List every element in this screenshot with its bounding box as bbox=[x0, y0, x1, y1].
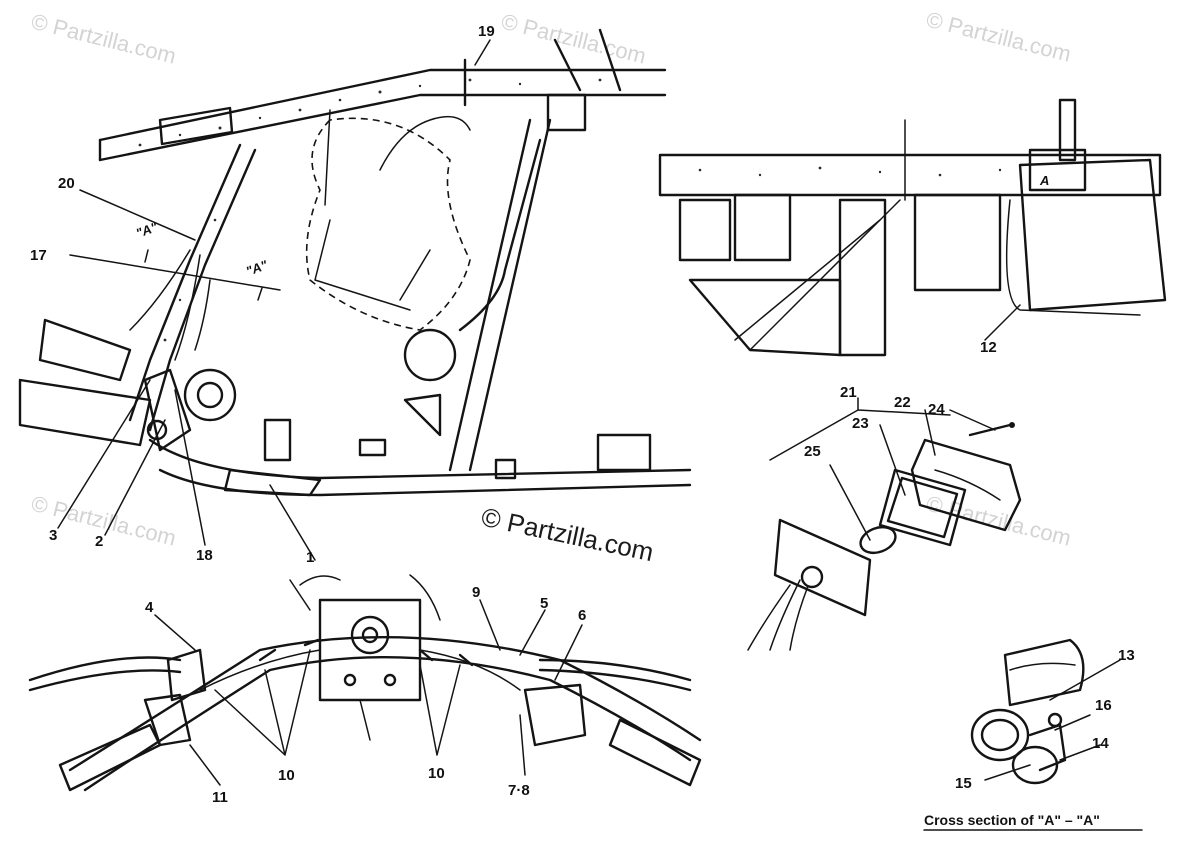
callout-22: 22 bbox=[894, 394, 911, 411]
leader-lines bbox=[57, 39, 1121, 786]
tail-light-assembly bbox=[747, 422, 1022, 651]
callout-6: 6 bbox=[578, 607, 586, 624]
callout-10-right: 10 bbox=[428, 765, 445, 782]
callout-23: 23 bbox=[852, 415, 869, 432]
callout-3: 3 bbox=[49, 527, 57, 544]
callout-14: 14 bbox=[1092, 735, 1109, 752]
callout-11: 11 bbox=[212, 789, 228, 806]
callout-7-8: 7·8 bbox=[508, 782, 530, 799]
section-mark-a-lower: "A" bbox=[244, 257, 270, 279]
callout-25: 25 bbox=[804, 443, 821, 460]
section-markers: "A" "A" bbox=[134, 219, 270, 301]
callout-numbers: 1 2 3 4 5 6 7·8 9 10 10 11 12 13 14 15 1… bbox=[30, 23, 1135, 806]
callout-9: 9 bbox=[472, 584, 480, 601]
watermark-top-left: © Partzilla.com bbox=[29, 9, 179, 69]
watermark-top-center: © Partzilla.com bbox=[499, 9, 649, 69]
handlebar-assembly bbox=[28, 574, 702, 792]
cross-section-caption: Cross section of "A" – "A" bbox=[923, 812, 1143, 831]
callout-10-left: 10 bbox=[278, 767, 295, 784]
cross-section-detail bbox=[970, 638, 1085, 785]
callout-19: 19 bbox=[478, 23, 495, 40]
callout-18: 18 bbox=[196, 547, 213, 564]
section-mark-a-box: A bbox=[1039, 173, 1049, 188]
electrical-box-assembly: A bbox=[658, 98, 1167, 357]
caption-text: Cross section of "A" – "A" bbox=[924, 812, 1100, 828]
callout-16: 16 bbox=[1095, 697, 1112, 714]
callout-15: 15 bbox=[955, 775, 972, 792]
watermark-center: © Partzilla.com bbox=[479, 502, 657, 568]
callout-21: 21 bbox=[840, 384, 857, 401]
callout-13: 13 bbox=[1118, 647, 1135, 664]
watermark-top-right: © Partzilla.com bbox=[924, 7, 1074, 67]
callout-12: 12 bbox=[980, 339, 997, 356]
callout-1: 1 bbox=[306, 549, 314, 566]
callout-17: 17 bbox=[30, 247, 47, 264]
callout-24: 24 bbox=[928, 401, 945, 418]
frame-assembly bbox=[18, 28, 692, 497]
callout-4: 4 bbox=[145, 599, 154, 616]
section-mark-a-upper: "A" bbox=[134, 219, 160, 241]
callout-2: 2 bbox=[95, 533, 103, 550]
callout-20: 20 bbox=[58, 175, 75, 192]
callout-5: 5 bbox=[540, 595, 548, 612]
